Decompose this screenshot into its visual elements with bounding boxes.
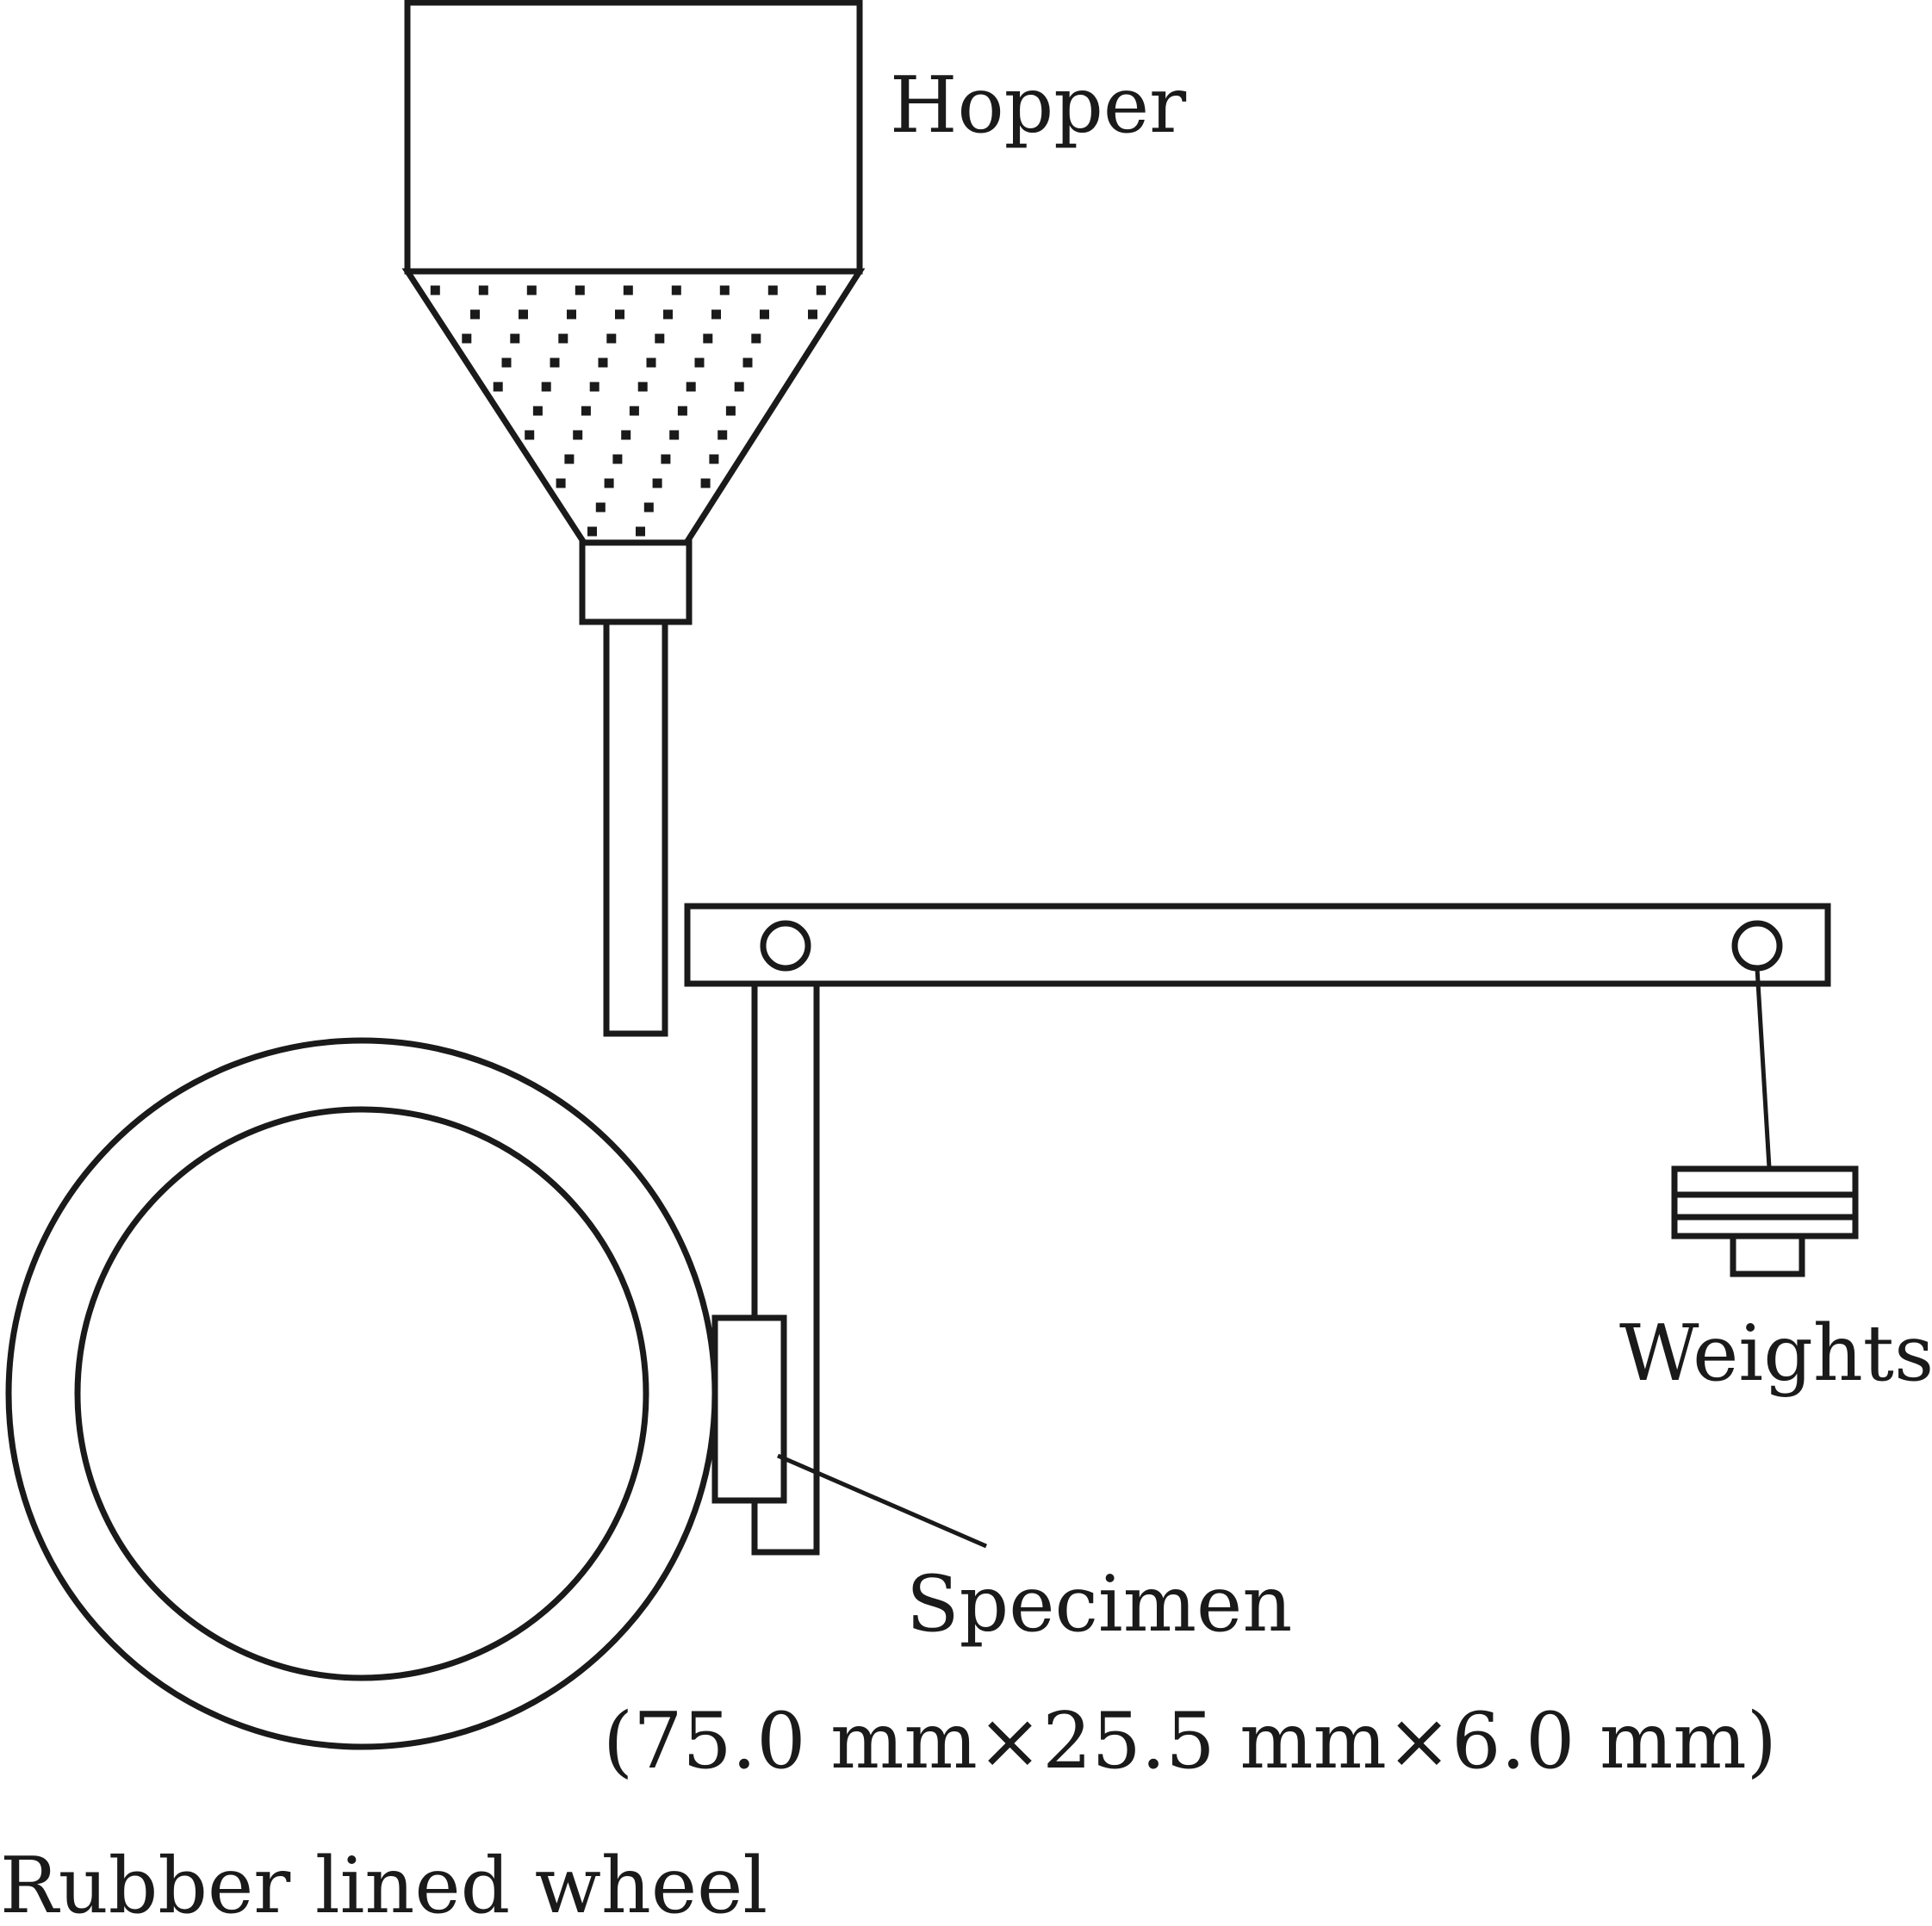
grain-dot [595,502,606,513]
grain-dot [556,478,566,488]
hopper-nozzle [579,539,693,625]
grain-dot [589,382,599,392]
grain-dot [587,526,597,537]
grain-dot [694,357,705,368]
grain-dot [573,430,583,440]
weight-plate-middle [1671,1191,1859,1221]
grain-dot [564,454,575,464]
grain-dot [532,406,543,416]
grain-dot [718,430,728,440]
grain-dot [711,309,721,320]
grain-dot [550,357,560,368]
grain-dot [604,478,614,488]
pivot-left [760,920,811,972]
grain-dot [808,309,817,320]
grain-dot [637,382,648,392]
grain-dot [575,285,585,295]
grain-dot [669,430,680,440]
grain-dot [519,309,528,320]
pivot-right [1731,920,1783,972]
label-hopper: Hopper [890,60,1187,151]
grain-dot [646,357,656,368]
grain-dot [478,285,488,295]
grain-dot [462,333,472,344]
abrasive-grains [430,285,826,537]
grain-dot [677,406,687,416]
weight-hanger-line [1755,967,1773,1183]
grain-dot [742,357,753,368]
label-specimen-dimensions: (75.0 mm×25.5 mm×6.0 mm) [603,1696,1777,1786]
grain-dot [663,309,673,320]
grain-dot [725,406,736,416]
grain-dot [655,333,665,344]
grain-dot [636,526,645,537]
grain-dot [615,309,624,320]
specimen-leader-line [777,1453,987,1549]
grain-dot [526,285,537,295]
grain-dot [612,454,623,464]
grain-dot [751,333,761,344]
weight-plate-top [1671,1165,1859,1198]
grain-dot [501,357,512,368]
hopper-box [404,0,863,275]
grain-dot [541,382,551,392]
grain-dot [525,430,535,440]
label-specimen: Specimen [906,1559,1292,1650]
label-weights: Weights [1619,1308,1932,1399]
grain-dot [652,478,662,488]
label-wheel: Rubber lined wheel [0,1841,767,1926]
grain-dot [767,285,778,295]
grain-dot [661,454,671,464]
specimen-block [711,1314,787,1504]
wheel-inner-hub [74,1106,649,1681]
grain-dot [621,430,631,440]
grain-dot [671,285,681,295]
grain-dot [581,406,591,416]
grain-dot [700,478,711,488]
grain-dot [567,309,576,320]
grain-dot [719,285,730,295]
grain-dot [709,454,719,464]
grain-dot [629,406,639,416]
grain-dot [623,285,633,295]
grain-dot [606,333,617,344]
grain-dot [558,333,568,344]
grain-dot [643,502,654,513]
feed-tube [603,618,668,1037]
grain-dot [470,309,480,320]
weight-base [1730,1233,1805,1277]
grain-dot [686,382,696,392]
grain-dot [816,285,826,295]
grain-dot [703,333,713,344]
lever-arm [684,903,1831,987]
grain-dot [493,382,503,392]
grain-dot [510,333,520,344]
grain-dot [598,357,608,368]
grain-dot [430,285,440,295]
grain-dot [760,309,769,320]
grain-dot [734,382,744,392]
